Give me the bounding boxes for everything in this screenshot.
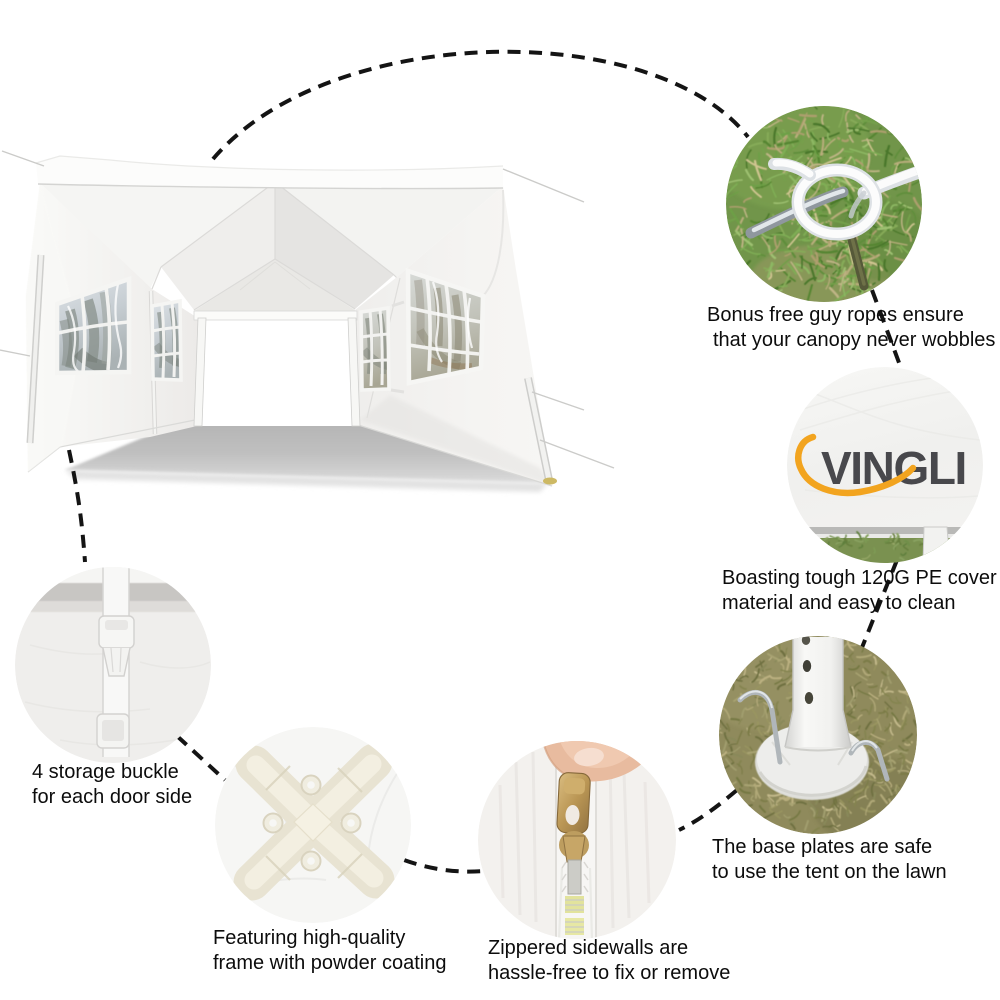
svg-text:VINGLI: VINGLI (821, 442, 966, 494)
